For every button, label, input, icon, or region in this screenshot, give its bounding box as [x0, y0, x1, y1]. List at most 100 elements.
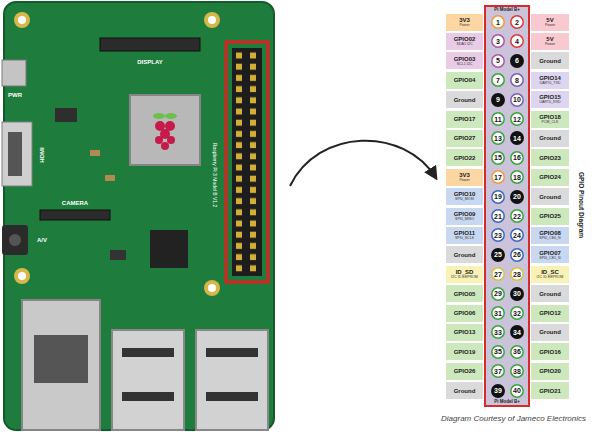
pin-outline [492, 93, 504, 105]
pin-function: SPI0_SCLK [455, 237, 474, 241]
pin-circle: 28 [510, 267, 524, 281]
pin-circle: 32 [510, 306, 524, 320]
pin-label-box: GPIO22 [446, 149, 483, 166]
pin-name: ID_SD [456, 269, 474, 275]
pin-label-box: GPIO09SPI0_MISO [446, 208, 483, 225]
pin-number: 38 [513, 368, 521, 375]
pin-label-box: Ground [531, 285, 569, 302]
pin-outline [492, 210, 504, 222]
pin-label-box: GPIO04 [446, 72, 483, 89]
curved-arrow [290, 141, 436, 186]
pin-number: 26 [513, 251, 521, 258]
pin-outline [511, 346, 523, 358]
pin-number: 13 [494, 135, 502, 142]
pin-label-box: 5VPower [531, 33, 569, 50]
pin-name: GPIO25 [539, 213, 561, 219]
pin-name: Ground [454, 97, 476, 103]
mounting-hole [14, 12, 220, 296]
pin-number: 31 [494, 310, 502, 317]
pin-function: Power [459, 179, 469, 183]
pin-label-box: GPIO13 [446, 324, 483, 341]
pin-circle: 33 [491, 325, 505, 339]
pin-name: GPIO16 [539, 349, 561, 355]
pin-name: GPIO03 [454, 56, 476, 62]
pin-function: SPI0_CE0_N [539, 237, 560, 241]
pin-label-box: ID_SDI2C ID EEPROM [446, 266, 483, 283]
processor-chip [130, 95, 200, 165]
pin-function: I2C ID EEPROM [451, 276, 478, 280]
pin-name: 3V3 [459, 17, 470, 23]
usb-port [122, 348, 174, 357]
pin-outline [511, 93, 523, 105]
pin-outline [492, 384, 504, 396]
pin-number: 8 [515, 77, 519, 84]
pin-circle: 25 [491, 248, 505, 262]
pin-outline [492, 171, 504, 183]
pin-circle: 23 [491, 228, 505, 242]
silkscreen-label: HDMI [39, 147, 45, 162]
silkscreen-label: A/V [37, 237, 47, 243]
pin-label-box: Ground [531, 52, 569, 69]
pin-outline [511, 287, 523, 299]
gpio-header-pins [232, 48, 262, 276]
pin-number: 16 [513, 154, 521, 161]
pin-name: Ground [539, 194, 561, 200]
pin-circle: 2 [510, 15, 524, 29]
pin-circle: 37 [491, 364, 505, 378]
pin-function: Power [545, 43, 555, 47]
pin-number: 34 [513, 329, 521, 336]
pin-circle: 13 [491, 131, 505, 145]
pin-label-box: GPIO10SPI0_MOSI [446, 188, 483, 205]
pin-number: 36 [513, 348, 521, 355]
pin-number: 39 [494, 387, 502, 394]
pin-name: GPIO05 [454, 291, 476, 297]
pin-label-box: Ground [531, 324, 569, 341]
highlight-box [226, 42, 268, 282]
pin-outline [511, 55, 523, 67]
pin-outline [492, 287, 504, 299]
pin-number: 40 [513, 387, 521, 394]
pin-circle: 5 [491, 54, 505, 68]
pin-outline [511, 113, 523, 125]
pin-label-box: ID_SCI2C ID EEPROM [531, 266, 569, 283]
pin-number: 32 [513, 310, 521, 317]
micro-usb-port [2, 60, 26, 86]
pin-number: 15 [494, 154, 502, 161]
pin-circle: 1 [491, 15, 505, 29]
pin-name: ID_SC [541, 269, 559, 275]
pin-number: 18 [513, 174, 521, 181]
pin-name: GPIO24 [539, 174, 561, 180]
pin-name: Ground [539, 291, 561, 297]
pin-name: Ground [454, 388, 476, 394]
pin-circle: 30 [510, 287, 524, 301]
pin-name: GPIO18 [539, 114, 561, 120]
pin-number: 12 [513, 116, 521, 123]
pin-circle: 22 [510, 209, 524, 223]
pin-function: SDA1 I2C [457, 43, 473, 47]
pin-outline [492, 307, 504, 319]
pin-label-box: 5VPower [531, 14, 569, 31]
pin-function: Power [459, 24, 469, 28]
pin-number: 21 [494, 213, 502, 220]
usb-port [206, 348, 258, 357]
display-connector [100, 38, 200, 51]
pin-circle: 31 [491, 306, 505, 320]
pin-outline [492, 365, 504, 377]
pin-label-box: GPIO21 [531, 382, 569, 399]
pin-circle: 39 [491, 384, 505, 398]
pin-name: Ground [454, 252, 476, 258]
pin-circle: 8 [510, 73, 524, 87]
pin-circle: 16 [510, 151, 524, 165]
pin-circle: 11 [491, 112, 505, 126]
silkscreen-label: PWR [8, 92, 22, 98]
pin-label-box: GPIO27 [446, 130, 483, 147]
pin-circle: 9 [491, 93, 505, 107]
pin-label-box: Ground [446, 382, 483, 399]
usb-port [196, 330, 268, 430]
pin-label-box: 3V3Power [446, 169, 483, 186]
pin-outline [492, 326, 504, 338]
pin-name: 5V [546, 36, 553, 42]
raspberry-logo [153, 113, 177, 150]
pin-number: 27 [494, 271, 502, 278]
pin-label-box: GPIO05 [446, 285, 483, 302]
